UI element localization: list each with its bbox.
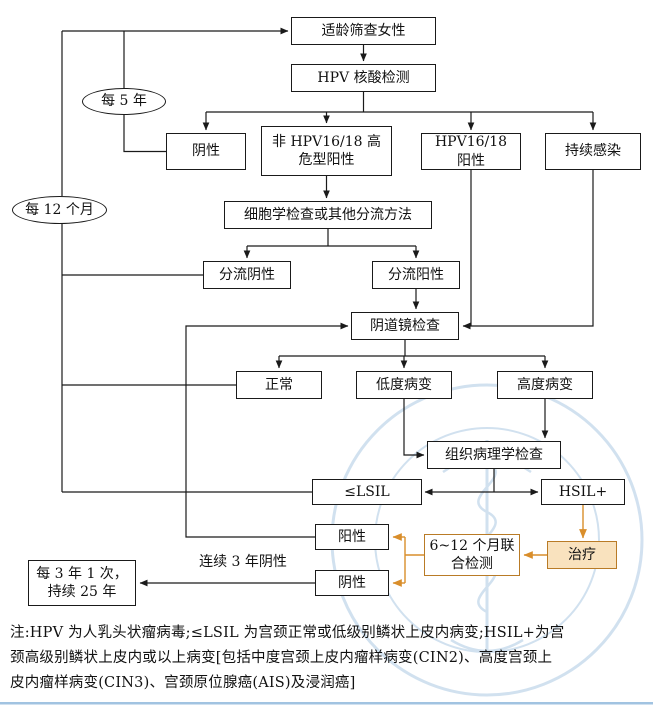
node-treatment: 治疗	[547, 541, 617, 569]
black-connectors	[61, 27, 597, 587]
node-colposcopy: 阴道镜检查	[351, 312, 459, 340]
node-persistent-infection: 持续感染	[545, 133, 641, 170]
edge-label-three-years-negative: 连续 3 年阴性	[199, 554, 287, 570]
node-hpv1618-positive: HPV16/18 阳性	[421, 133, 521, 170]
footnote-line-2: 颈高级别鳞状上皮内或以上病变[包括中度宫颈上皮内瘤样病变(CIN2)、高度宫颈上	[10, 650, 553, 666]
node-normal: 正常	[236, 371, 322, 399]
node-hsil-plus: HSIL+	[541, 479, 625, 505]
node-hpv-test: HPV 核酸检测	[291, 64, 436, 92]
node-high-grade-lesion: 高度病变	[497, 371, 593, 399]
node-cotest-positive: 阳性	[315, 524, 389, 550]
node-lsil-or-less: ≤LSIL	[312, 479, 422, 505]
orange-connectors	[392, 505, 587, 587]
node-cotest-negative: 阴性	[315, 570, 389, 596]
node-low-grade-lesion: 低度病变	[356, 371, 452, 399]
footnote-line-3: 皮内瘤样病变(CIN3)、宫颈原位腺癌(AIS)及浸润癌]	[10, 675, 356, 691]
footnote: 注:HPV 为人乳头状瘤病毒;≤LSIL 为宫颈正常或低级别鳞状上皮内病变;HS…	[10, 621, 648, 696]
node-hpv-negative: 阴性	[166, 133, 246, 170]
node-screening-women: 适龄筛查女性	[291, 17, 436, 45]
node-triage-negative: 分流阴性	[203, 261, 291, 289]
footnote-line-1: 注:HPV 为人乳头状瘤病毒;≤LSIL 为宫颈正常或低级别鳞状上皮内病变;HS…	[10, 625, 565, 641]
node-cytology-triage: 细胞学检查或其他分流方法	[224, 201, 432, 229]
node-cotesting-6-12-months: 6~12 个月联合检测	[424, 534, 520, 576]
node-triage-positive: 分流阳性	[372, 261, 460, 289]
page-rule-line	[0, 702, 653, 705]
node-histopathology: 组织病理学检查	[427, 441, 561, 469]
node-every-5-years: 每 5 年	[82, 88, 166, 115]
node-every-12-months: 每 12 个月	[12, 196, 107, 224]
node-every-3-years-25: 每 3 年 1 次，持续 25 年	[28, 560, 136, 606]
node-non-hpv1618-positive: 非 HPV16/18 高危型阳性	[261, 126, 392, 176]
